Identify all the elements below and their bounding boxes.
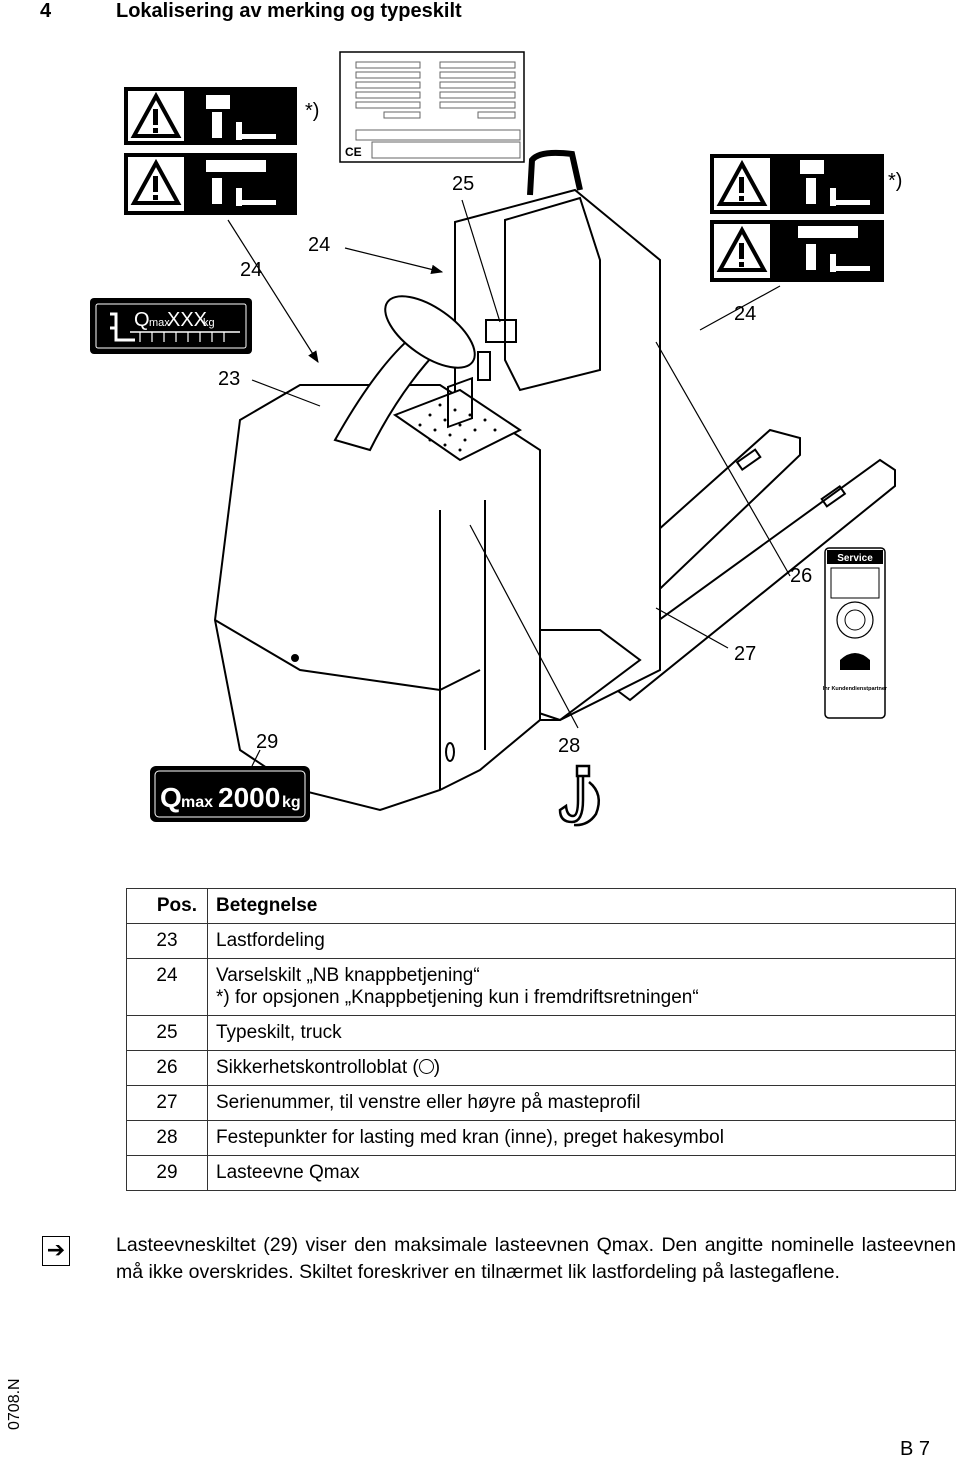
legend-desc: Varselskilt „NB knappbetjening“ *) for o… [207,958,956,1016]
callout-27: 27 [734,643,756,665]
warning-label-top-left-2 [124,153,297,215]
table-row: 24 Varselskilt „NB knappbetjening“ *) fo… [126,958,956,1016]
service-partner: Ihr Kundendienstpartner [823,686,888,692]
leader-23 [251,379,321,407]
leader-27 [655,607,729,649]
warning-label-top-left-1 [124,87,297,145]
circle-symbol-icon [418,1059,434,1074]
leader-26 [655,341,791,577]
legend-desc: Serienummer, til venstre eller høyre på … [207,1085,956,1121]
callout-29: 29 [256,731,278,753]
section-header: 4 Lokalisering av merking og typeskilt [0,0,960,24]
load-label-value: XXX [167,309,207,331]
leader-24-left [227,219,319,364]
arrow-right-icon: ➔ [42,1236,70,1266]
capacity-unit: kg [282,794,301,811]
callout-24-right: 24 [734,303,756,325]
legend-pos: 27 [126,1085,208,1121]
legend-pos: 24 [126,958,208,1016]
platform-grid-dots [418,403,497,452]
legend-desc: Festepunkter for lasting med kran (inne)… [207,1120,956,1156]
legend-desc-tail: ) [433,1057,441,1078]
load-label-unit: kg [203,317,215,329]
leader-24-right [699,285,781,331]
note-text: Lasteevneskiltet (29) viser den maksimal… [116,1234,956,1283]
legend-pos: 29 [126,1155,208,1191]
table-row: 27 Serienummer, til venstre eller høyre … [126,1085,956,1121]
legend-header-desc: Betegnelse [207,888,956,924]
table-row: 25 Typeskilt, truck [126,1015,956,1051]
legend-header-pos: Pos. [126,888,208,924]
load-distribution-label: Q max XXX kg [90,298,252,354]
warning-label-right-1 [710,154,884,214]
service-label: Service Ihr Kundendienstpartner [823,547,888,719]
callout-25: 25 [452,173,474,195]
pallet-truck-drawing [213,149,896,812]
leader-29 [251,749,261,767]
callout-24-mid: 24 [308,234,330,256]
callout-26: 26 [790,565,812,587]
warning-label-right-2 [710,220,884,282]
leader-24-mid [344,247,444,275]
capacity-value: 2000 [218,782,280,813]
legend-pos: 23 [126,923,208,959]
legend-desc-line1: Varselskilt „NB knappbetjening“ [216,965,480,986]
legend-pos: 26 [126,1050,208,1086]
doc-code: 0708.N [6,1370,26,1430]
callout-28: 28 [558,735,580,757]
callout-star-left: *) [305,100,319,122]
truck-label-figure: *) CE [0,30,960,860]
callout-star-right: *) [888,170,902,192]
legend-desc: Typeskilt, truck [207,1015,956,1051]
service-title: Service [837,553,873,564]
legend-desc: Sikkerhetskontrolloblat () [207,1050,956,1086]
load-label-sub: max [149,317,170,329]
table-row: 28 Festepunkter for lasting med kran (in… [126,1120,956,1156]
leader-25 [461,199,501,323]
table-row: 29 Lasteevne Qmax [126,1155,956,1191]
legend-header-row: Pos. Betegnelse [126,888,956,924]
legend-pos: 28 [126,1120,208,1156]
legend-desc: Lasteevne Qmax [207,1155,956,1191]
legend-desc-text: Sikkerhetskontrolloblat ( [216,1057,419,1078]
section-number: 4 [40,0,52,22]
table-row: 23 Lastfordeling [126,923,956,959]
truck-diagram: *) CE [90,51,902,827]
legend-pos: 25 [126,1015,208,1051]
callout-23: 23 [218,368,240,390]
table-row: 26 Sikkerhetskontrolloblat () [126,1050,956,1086]
ce-mark: CE [345,145,362,159]
leader-28 [469,524,579,729]
callout-24-left: 24 [240,259,262,281]
doc-code-text: 0708.N [6,1378,23,1430]
legend-table: Pos. Betegnelse 23 Lastfordeling 24 Vars… [126,888,956,1191]
capacity-prefix: Q [160,782,182,813]
load-label-prefix: Q [134,309,150,331]
section-title: Lokalisering av merking og typeskilt [116,0,462,22]
capacity-label: Q max 2000 kg [150,766,310,822]
crane-hook-icon [558,764,601,827]
page-number: B 7 [900,1438,931,1460]
legend-desc: Lastfordeling [207,923,956,959]
typeplate-label: CE [339,51,525,163]
legend-desc-line2: *) for opsjonen „Knappbetjening kun i fr… [216,987,699,1008]
capacity-sub: max [181,794,213,811]
